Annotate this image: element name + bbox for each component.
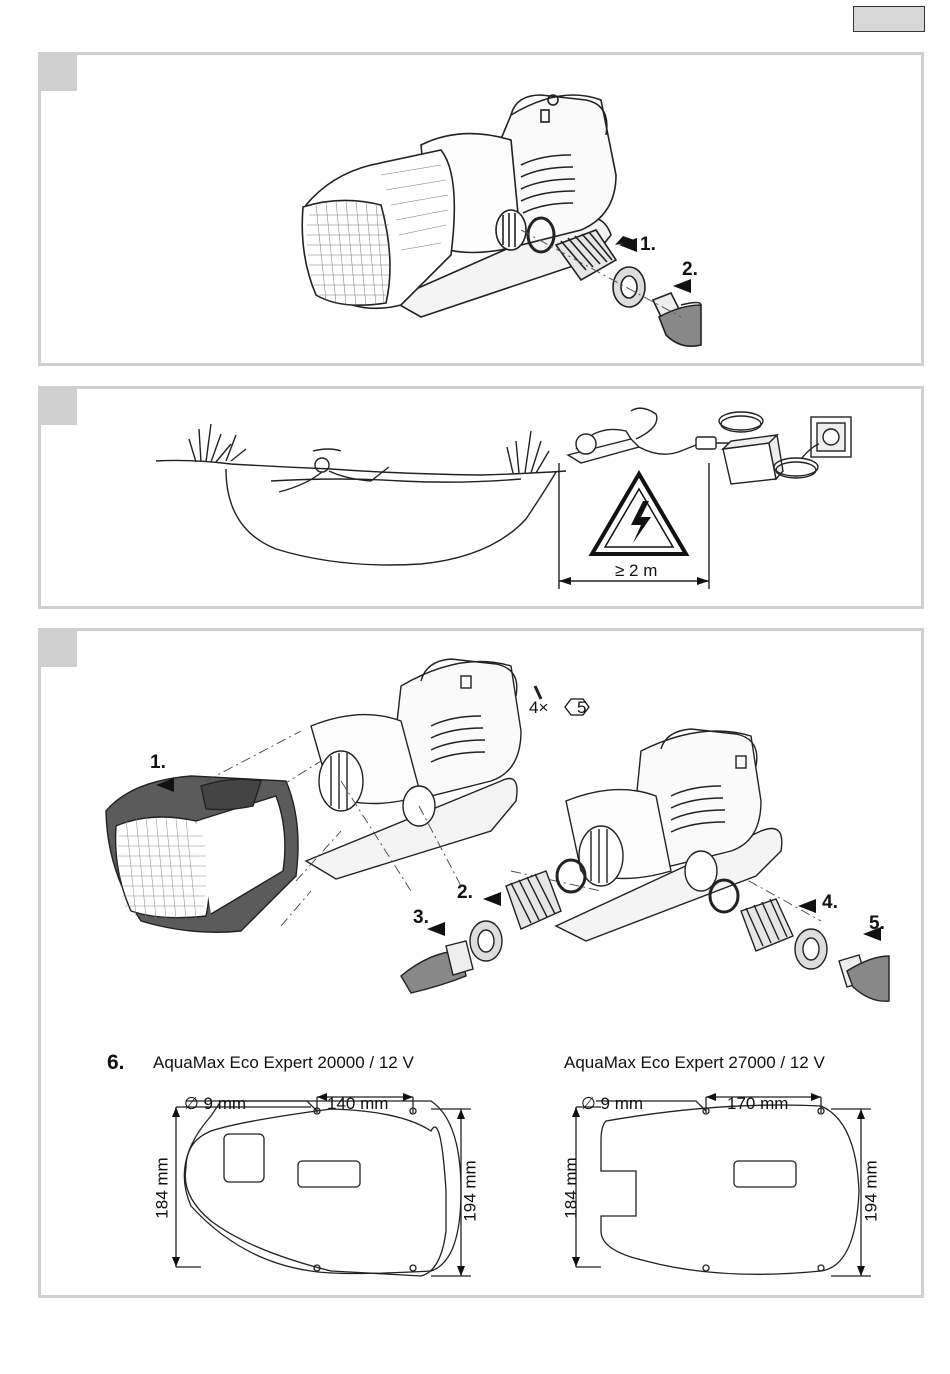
model-b-title: AquaMax Eco Expert 27000 / 12 V xyxy=(564,1053,825,1073)
pond-safety-illustration xyxy=(41,389,921,606)
step-label: 4. xyxy=(822,892,838,914)
panel-safety-distance: ≥ 2 m xyxy=(38,386,924,609)
step-label: 1. xyxy=(640,234,656,256)
assembly-illustration xyxy=(41,631,921,1295)
page-language-tab xyxy=(853,6,925,32)
pump-hose-illustration xyxy=(41,55,921,363)
plate-height-left-a: 184 mm xyxy=(153,1157,173,1218)
step-label: 3. xyxy=(413,907,429,929)
step-label: 5. xyxy=(869,913,885,935)
hole-diameter-a: ∅ 9 mm xyxy=(184,1094,246,1114)
wrench-size-label: 5 xyxy=(577,698,586,718)
plate-height-right-b: 194 mm xyxy=(862,1160,882,1221)
screw-count-label: 4× xyxy=(529,698,548,718)
panel-assembly-dimensions: 4× 5 1. 2. 3. 4. 5. 6. AquaMax Eco Exper… xyxy=(38,628,924,1298)
electric-hazard-icon xyxy=(592,474,686,554)
min-distance-label: ≥ 2 m xyxy=(615,561,657,581)
model-a-title: AquaMax Eco Expert 20000 / 12 V xyxy=(153,1053,414,1073)
hole-diameter-b: ∅ 9 mm xyxy=(581,1094,643,1114)
step-label: 2. xyxy=(682,259,698,281)
step-label: 2. xyxy=(457,882,473,904)
hole-spacing-a: 140 mm xyxy=(327,1094,388,1114)
step-label: 1. xyxy=(150,752,166,774)
panel-connect-hose: 1. 2. xyxy=(38,52,924,366)
hole-spacing-b: 170 mm xyxy=(727,1094,788,1114)
step-six-label: 6. xyxy=(107,1051,125,1075)
plate-height-right-a: 194 mm xyxy=(461,1160,481,1221)
plate-height-left-b: 184 mm xyxy=(562,1157,582,1218)
